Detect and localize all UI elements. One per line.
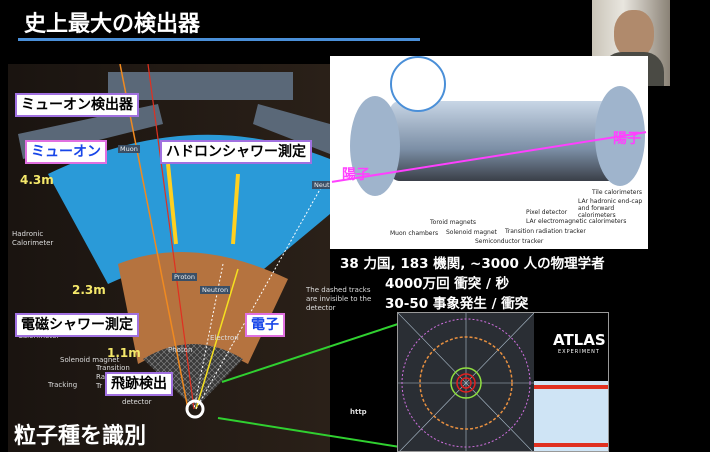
- part-label-trt: Transition radiation tracker: [505, 228, 586, 235]
- event-display-graphic: [398, 313, 608, 451]
- photon-tag: Photon: [168, 346, 193, 354]
- detector-label: detector: [122, 398, 152, 406]
- scale-people-bubble: [390, 56, 446, 112]
- label-muon-detector: ミューオン検出器: [15, 93, 139, 117]
- hadronic-calorimeter-label: Hadronic Calorimeter: [12, 230, 54, 247]
- part-label-toroid-magnets: Toroid magnets: [430, 219, 477, 226]
- proton-track: [147, 64, 195, 410]
- logo-url: http: [350, 408, 367, 416]
- detector-slice-diagram: [8, 64, 330, 452]
- part-label-muon-chambers: Muon chambers: [390, 230, 439, 237]
- neutrino-track: [195, 183, 324, 410]
- label-muon: ミューオン: [25, 140, 107, 164]
- tracker-region: [143, 344, 243, 409]
- dashed-tracks-note: The dashed tracks are invisible to the d…: [306, 286, 372, 312]
- electron-track: [195, 268, 239, 410]
- proton-tag: Proton: [172, 273, 197, 281]
- proton-label-right: 陽子: [613, 131, 641, 147]
- fact-events-per-collision: 30-50 事象発生 / 衝突: [385, 296, 529, 312]
- part-label-sct: Semiconductor tracker: [475, 238, 544, 245]
- atlas-endcap-left: [350, 96, 400, 196]
- neutron-tag: Neutron: [200, 286, 231, 294]
- radiation-label: Ra: [96, 373, 105, 381]
- presenter-face: [614, 10, 654, 58]
- title-underline: [18, 38, 420, 41]
- slide-footer: 粒子種を識別: [14, 424, 147, 449]
- slide-title: 史上最大の検出器: [24, 12, 201, 37]
- label-hadron-shower: ハドロンシャワー測定: [160, 140, 312, 164]
- electron-tag: Electron: [210, 334, 239, 342]
- label-tracking: 飛跡検出: [105, 372, 173, 396]
- atlas-cutaway-figure: Tile calorimeters LAr hadronic end-cap a…: [330, 56, 648, 249]
- label-em-shower: 電磁シャワー測定: [15, 313, 139, 337]
- transition-label: Transition: [96, 364, 130, 372]
- distance-middle: 2.3m: [72, 283, 106, 297]
- part-label-tile-calorimeters: Tile calorimeters: [592, 189, 643, 196]
- solenoid-label: Solenoid magnet: [60, 356, 120, 364]
- tracking-label: Tracking: [48, 381, 78, 389]
- neutrino-tag: Neut: [312, 181, 332, 189]
- atlas-logo: ATLAS: [553, 331, 606, 349]
- atlas-event-display: ATLAS EXPERIMENT: [397, 312, 609, 452]
- muon-track: [119, 64, 189, 410]
- part-label-pixel-detector: Pixel detector: [526, 209, 568, 216]
- hadronic-calorimeter: [48, 134, 330, 284]
- tracker-label: Tr: [96, 382, 103, 390]
- part-label-solenoid-magnet: Solenoid magnet: [446, 229, 497, 236]
- fact-collision-rate: 4000万回 衝突 / 秒: [385, 276, 510, 292]
- connector-line-top: [221, 323, 399, 383]
- part-label-lar-hadronic: LAr hadronic end-cap and forward calorim…: [578, 198, 643, 219]
- fact-collaboration: 38 力国, 183 機関, ~3000 人の物理学者: [340, 256, 605, 272]
- connector-line-bottom: [217, 417, 401, 448]
- distance-inner: 1.1m: [107, 346, 141, 360]
- collision-point: [185, 399, 205, 419]
- part-label-lar-em: LAr electromagnetic calorimeters: [526, 218, 627, 225]
- proton-label-left: 陽子: [342, 167, 370, 183]
- label-electron: 電子: [245, 313, 285, 337]
- hadron-shower: [166, 163, 240, 245]
- distance-outer: 4.3m: [20, 173, 54, 187]
- muon-tag: Muon: [118, 145, 140, 153]
- atlas-subtitle: EXPERIMENT: [558, 349, 600, 355]
